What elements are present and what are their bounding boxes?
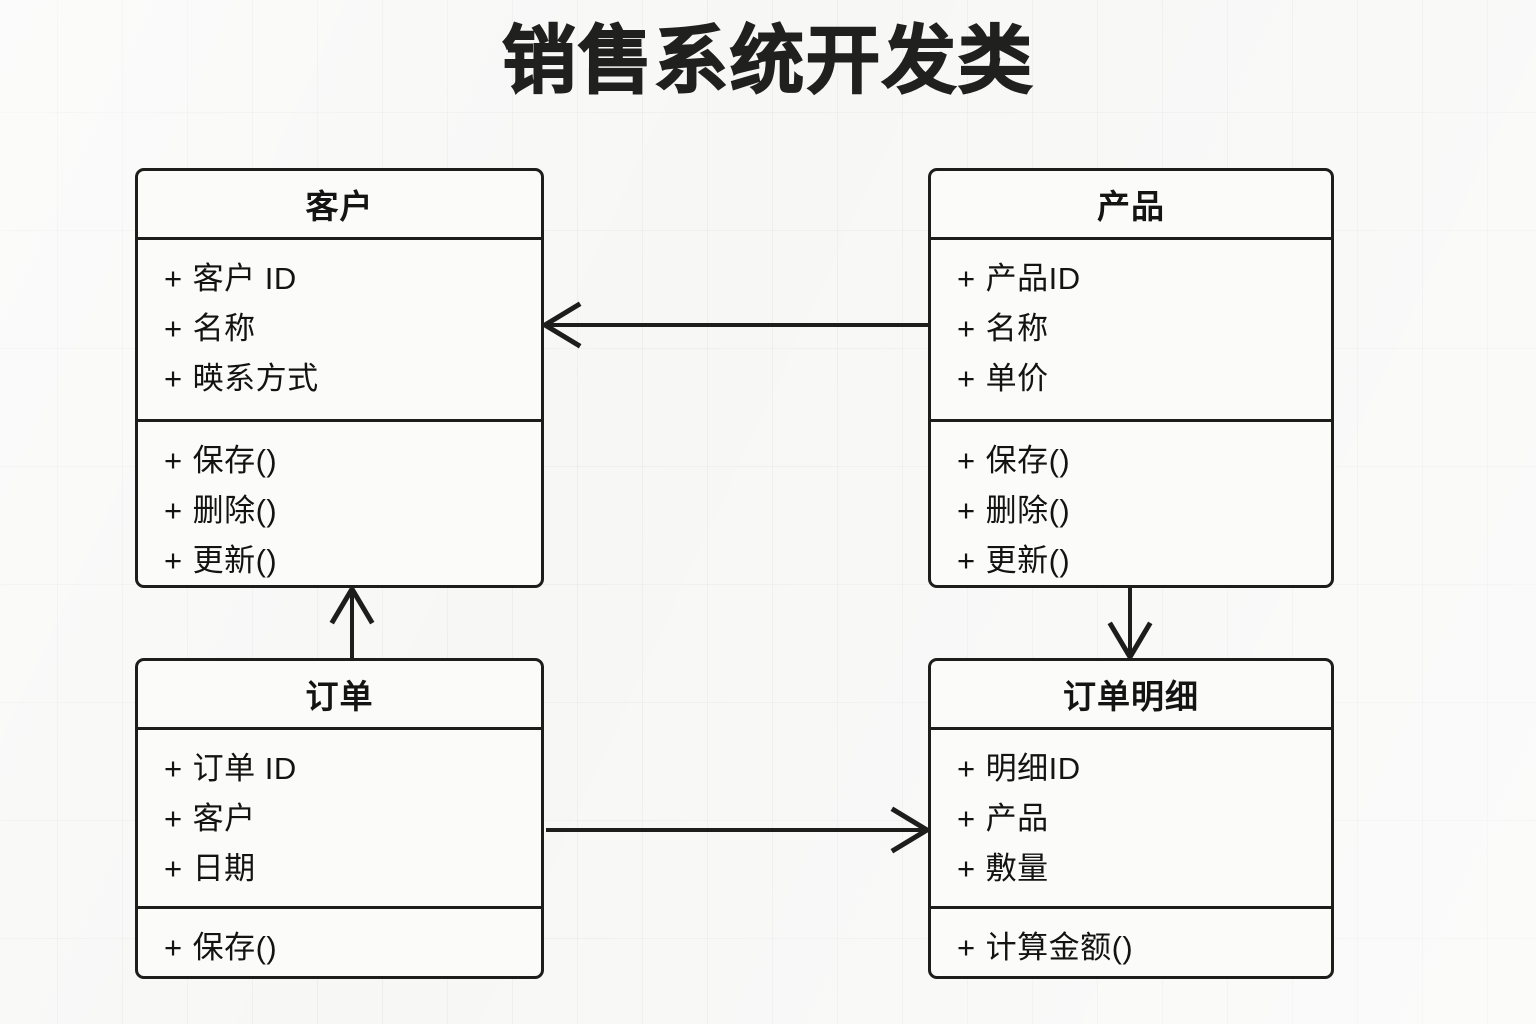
visibility-marker: + <box>164 311 183 347</box>
class-box-customer[interactable]: 客户 +客户 ID +名称 +暎系方式 +保存() +删除() +更新() <box>135 168 544 588</box>
attribute-label: 单价 <box>985 361 1049 397</box>
visibility-marker: + <box>164 930 183 965</box>
methods-compartment-customer: +保存() +删除() +更新() <box>138 422 541 585</box>
methods-compartment-product: +保存() +删除() +更新() <box>931 422 1331 585</box>
attribute-label: 日期 <box>192 851 256 887</box>
method-label: 计算金额() <box>985 930 1134 965</box>
class-name-product: 产品 <box>931 171 1331 240</box>
attribute-row: + 客户 ID <box>138 254 541 304</box>
attributes-compartment-orderitem: +明细ID +产品 +敷量 <box>931 730 1331 909</box>
methods-compartment-orderitem: + 计算金额() <box>931 909 1331 976</box>
visibility-marker: + <box>957 361 976 397</box>
attribute-row: +名称 <box>931 304 1331 354</box>
attribute-row: + 订单 ID <box>138 744 541 794</box>
attribute-label: 产品 <box>985 801 1049 837</box>
attribute-row: +客户 <box>138 794 541 844</box>
attribute-label: 名称 <box>192 311 256 347</box>
class-box-orderitem[interactable]: 订单明细 +明细ID +产品 +敷量 +计算金额() <box>928 658 1334 979</box>
method-row: + 计算金额() <box>931 923 1331 973</box>
method-label: 保存() <box>985 443 1071 478</box>
attributes-compartment-order: +订单 ID +客户 +日期 <box>138 730 541 909</box>
visibility-marker: + <box>957 851 976 887</box>
visibility-marker: + <box>164 851 183 887</box>
attribute-row: + 明细ID <box>931 744 1331 794</box>
connector-product-to-customer <box>540 301 928 349</box>
visibility-marker: + <box>957 261 976 296</box>
attribute-row: +日期 <box>138 844 541 894</box>
attribute-label: 订单 ID <box>192 751 297 786</box>
method-label: 保存() <box>192 930 278 965</box>
page-title: 销售系统开发类 <box>501 18 1034 104</box>
method-row: +删除() <box>138 486 541 536</box>
attribute-row: +敷量 <box>931 844 1331 894</box>
methods-compartment-order: + 保存() <box>138 909 541 976</box>
connector-product-to-orderitem <box>1107 588 1153 662</box>
visibility-marker: + <box>164 751 183 786</box>
attribute-label: 客户 <box>192 801 256 837</box>
visibility-marker: + <box>164 443 183 478</box>
method-row: + 保存() <box>138 436 541 486</box>
attribute-label: 名称 <box>985 311 1049 347</box>
visibility-marker: + <box>957 443 976 478</box>
visibility-marker: + <box>164 493 183 529</box>
attribute-label: 暎系方式 <box>192 361 319 397</box>
visibility-marker: + <box>164 261 183 296</box>
attribute-label: 产品ID <box>985 261 1081 296</box>
method-row: + 保存() <box>138 923 541 973</box>
class-box-product[interactable]: 产品 +产品ID +名称 +单价 +保存() +删除() +更新() <box>928 168 1334 588</box>
method-row: +更新() <box>138 536 541 585</box>
attributes-compartment-product: +产品ID +名称 +单价 <box>931 240 1331 422</box>
method-row: + 保存() <box>931 436 1331 486</box>
visibility-marker: + <box>957 930 976 965</box>
attribute-row: +名称 <box>138 304 541 354</box>
attributes-compartment-customer: +客户 ID +名称 +暎系方式 <box>138 240 541 422</box>
connector-order-to-customer <box>329 584 375 658</box>
method-row: +更新() <box>931 536 1331 585</box>
attribute-label: 明细ID <box>985 751 1081 786</box>
class-box-order[interactable]: 订单 +订单 ID +客户 +日期 +保存() <box>135 658 544 979</box>
class-name-customer: 客户 <box>138 171 541 240</box>
attribute-row: + 产品ID <box>931 254 1331 304</box>
class-name-orderitem: 订单明细 <box>931 661 1331 730</box>
visibility-marker: + <box>164 543 183 579</box>
method-label: 更新() <box>985 543 1071 579</box>
method-label: 删除() <box>192 493 278 529</box>
attribute-row: +暎系方式 <box>138 354 541 404</box>
visibility-marker: + <box>957 493 976 529</box>
visibility-marker: + <box>957 801 976 837</box>
visibility-marker: + <box>957 311 976 347</box>
visibility-marker: + <box>164 361 183 397</box>
method-label: 保存() <box>192 443 278 478</box>
attribute-row: +产品 <box>931 794 1331 844</box>
attribute-row: +单价 <box>931 354 1331 404</box>
class-name-order: 订单 <box>138 661 541 730</box>
visibility-marker: + <box>957 751 976 786</box>
visibility-marker: + <box>957 543 976 579</box>
method-label: 更新() <box>192 543 278 579</box>
method-label: 删除() <box>985 493 1071 529</box>
visibility-marker: + <box>164 801 183 837</box>
method-row: +删除() <box>931 486 1331 536</box>
connector-order-to-orderitem <box>546 806 932 854</box>
attribute-label: 客户 ID <box>192 261 297 296</box>
attribute-label: 敷量 <box>985 851 1049 887</box>
